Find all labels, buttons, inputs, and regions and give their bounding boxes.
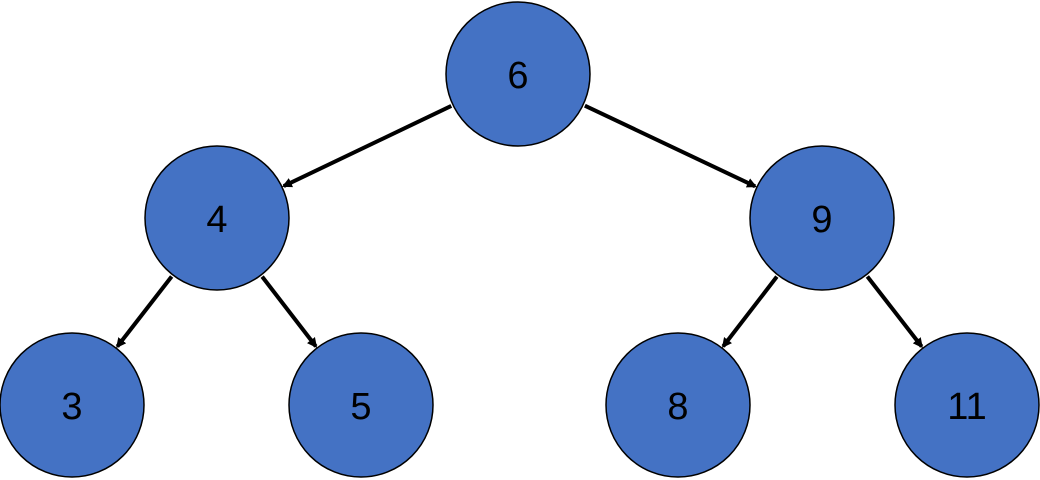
- edge-arrow-n9-n11: [865, 275, 924, 349]
- node-label: 4: [206, 199, 227, 241]
- node-label: 9: [811, 199, 832, 241]
- tree-node-9: 9: [749, 145, 895, 291]
- node-label: 6: [507, 55, 528, 97]
- node-circle: [749, 145, 895, 291]
- tree-node-5: 5: [288, 332, 434, 478]
- tree-node-6: 6: [445, 1, 591, 147]
- tree-node-8: 8: [605, 332, 751, 478]
- edges-layer: [115, 103, 924, 349]
- edge-arrow-n6-n9: [584, 103, 757, 189]
- edge-arrow-n9-n8: [721, 275, 779, 348]
- node-circle: [605, 332, 751, 478]
- node-circle: [144, 145, 290, 291]
- node-circle: [894, 332, 1040, 478]
- node-label: 8: [667, 386, 688, 428]
- node-label: 5: [350, 386, 371, 428]
- node-label: 3: [61, 386, 82, 428]
- edge-arrow-n6-n4: [281, 104, 453, 188]
- tree-node-11: 11: [894, 332, 1040, 478]
- edge-arrow-n4-n3: [115, 275, 174, 349]
- tree-node-3: 3: [0, 332, 145, 478]
- node-circle: [0, 332, 145, 478]
- node-circle: [445, 1, 591, 147]
- edge-arrow-n4-n5: [260, 275, 318, 348]
- node-label: 11: [947, 386, 986, 428]
- tree-node-4: 4: [144, 145, 290, 291]
- node-circle: [288, 332, 434, 478]
